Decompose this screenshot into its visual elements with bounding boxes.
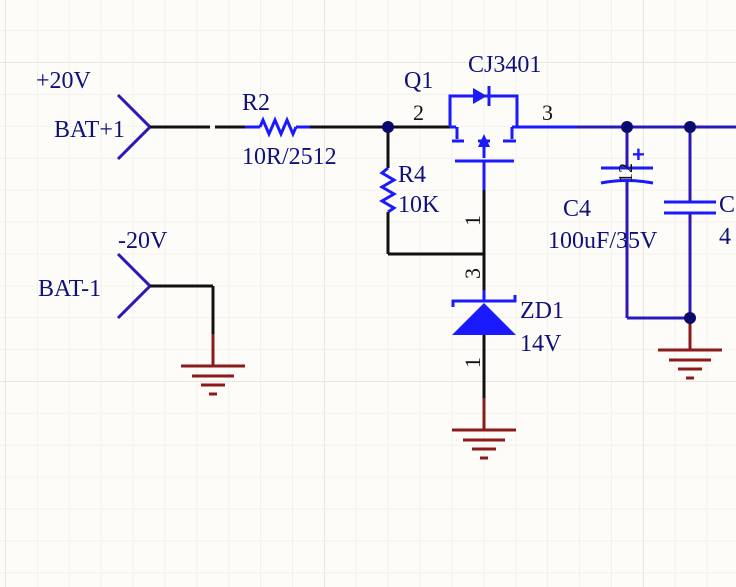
q1-pin-1: 1	[460, 215, 485, 226]
q1-pin-3: 3	[542, 100, 553, 125]
r4-value: 10K	[398, 192, 440, 218]
r2-designator: R2	[242, 90, 270, 116]
junction-dot	[382, 121, 394, 133]
c4-designator: C4	[563, 196, 591, 222]
q1-designator: Q1	[404, 68, 433, 94]
c4-polarity: +	[632, 142, 645, 167]
q1-part: CJ3401	[468, 52, 541, 78]
ground-symbol	[658, 318, 722, 380]
mosfet-arrow	[478, 134, 490, 147]
capacitor-c5[interactable]	[664, 127, 716, 318]
mosfet-body-diode-path	[448, 94, 519, 127]
zener-triangle	[452, 303, 516, 335]
port-bat-neg-label: BAT-1	[38, 276, 101, 302]
ground-symbol	[181, 334, 245, 396]
mosfet-q1[interactable]	[448, 86, 520, 190]
r2-value: 10R/2512	[242, 144, 337, 170]
c4-pin-marks: 12	[615, 163, 637, 183]
port-bat-pos-label: BAT+1	[54, 117, 125, 143]
zd1-pin-3: 3	[460, 268, 485, 279]
resistor-r4[interactable]	[379, 166, 397, 214]
junction-dot	[684, 121, 696, 133]
zener-zd1[interactable]	[451, 290, 517, 335]
resistor-zigzag	[258, 116, 298, 138]
port-bat-neg-net: -20V	[118, 228, 168, 254]
resistor-zigzag	[379, 166, 397, 214]
junction-dot	[621, 121, 633, 133]
zd1-pin-1: 1	[460, 357, 485, 368]
c4-value: 100uF/35V	[548, 228, 658, 254]
zd1-value: 14V	[520, 331, 562, 357]
junction-dot	[684, 312, 696, 324]
resistor-r2[interactable]	[245, 116, 310, 138]
r4-designator: R4	[398, 162, 426, 188]
zd1-designator: ZD1	[520, 298, 564, 324]
port-bat-neg-symbol	[116, 252, 153, 320]
port-bat-pos-net: +20V	[36, 68, 92, 94]
c5-value: 4	[719, 224, 731, 250]
capacitor-plate-curved	[600, 179, 654, 185]
c5-designator: C	[719, 192, 735, 218]
port-bat-neg[interactable]	[116, 252, 153, 320]
capacitor-c4[interactable]	[600, 127, 654, 318]
body-diode-triangle	[473, 88, 487, 104]
ground-symbol	[452, 398, 516, 460]
q1-pin-2: 2	[413, 100, 424, 125]
